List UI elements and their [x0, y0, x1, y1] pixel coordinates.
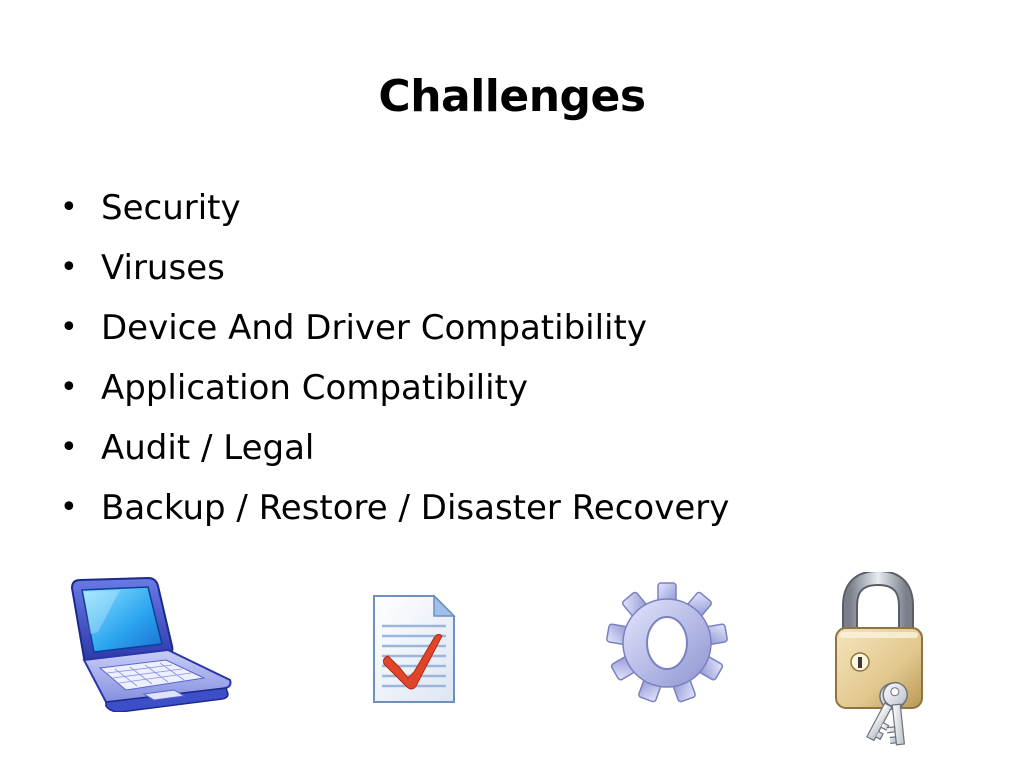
- gear-icon: [606, 582, 728, 703]
- laptop-icon: [70, 576, 232, 712]
- list-item: • Device And Driver Compatibility: [60, 298, 729, 358]
- list-item: • Viruses: [60, 238, 729, 298]
- bullet-text: Backup / Restore / Disaster Recovery: [101, 488, 730, 528]
- bullet-marker: •: [60, 190, 78, 225]
- bullet-marker: •: [60, 430, 78, 465]
- bullet-text: Security: [101, 188, 241, 228]
- bullet-text: Viruses: [101, 248, 225, 288]
- bullet-text: Application Compatibility: [101, 368, 529, 408]
- list-item: • Audit / Legal: [60, 418, 729, 478]
- bullet-marker: •: [60, 250, 78, 285]
- padlock-keys-icon: [835, 572, 923, 746]
- slide-title: Challenges: [378, 71, 646, 122]
- bullet-text: Device And Driver Compatibility: [101, 308, 647, 348]
- list-item: • Application Compatibility: [60, 358, 729, 418]
- list-item: • Backup / Restore / Disaster Recovery: [60, 478, 729, 538]
- document-checkmark-icon: [373, 594, 456, 703]
- bullet-marker: •: [60, 370, 78, 405]
- bullet-marker: •: [60, 490, 78, 525]
- bullet-marker: •: [60, 310, 78, 345]
- list-item: • Security: [60, 178, 729, 238]
- bullet-text: Audit / Legal: [101, 428, 315, 468]
- bullet-list: • Security • Viruses • Device And Driver…: [60, 178, 729, 538]
